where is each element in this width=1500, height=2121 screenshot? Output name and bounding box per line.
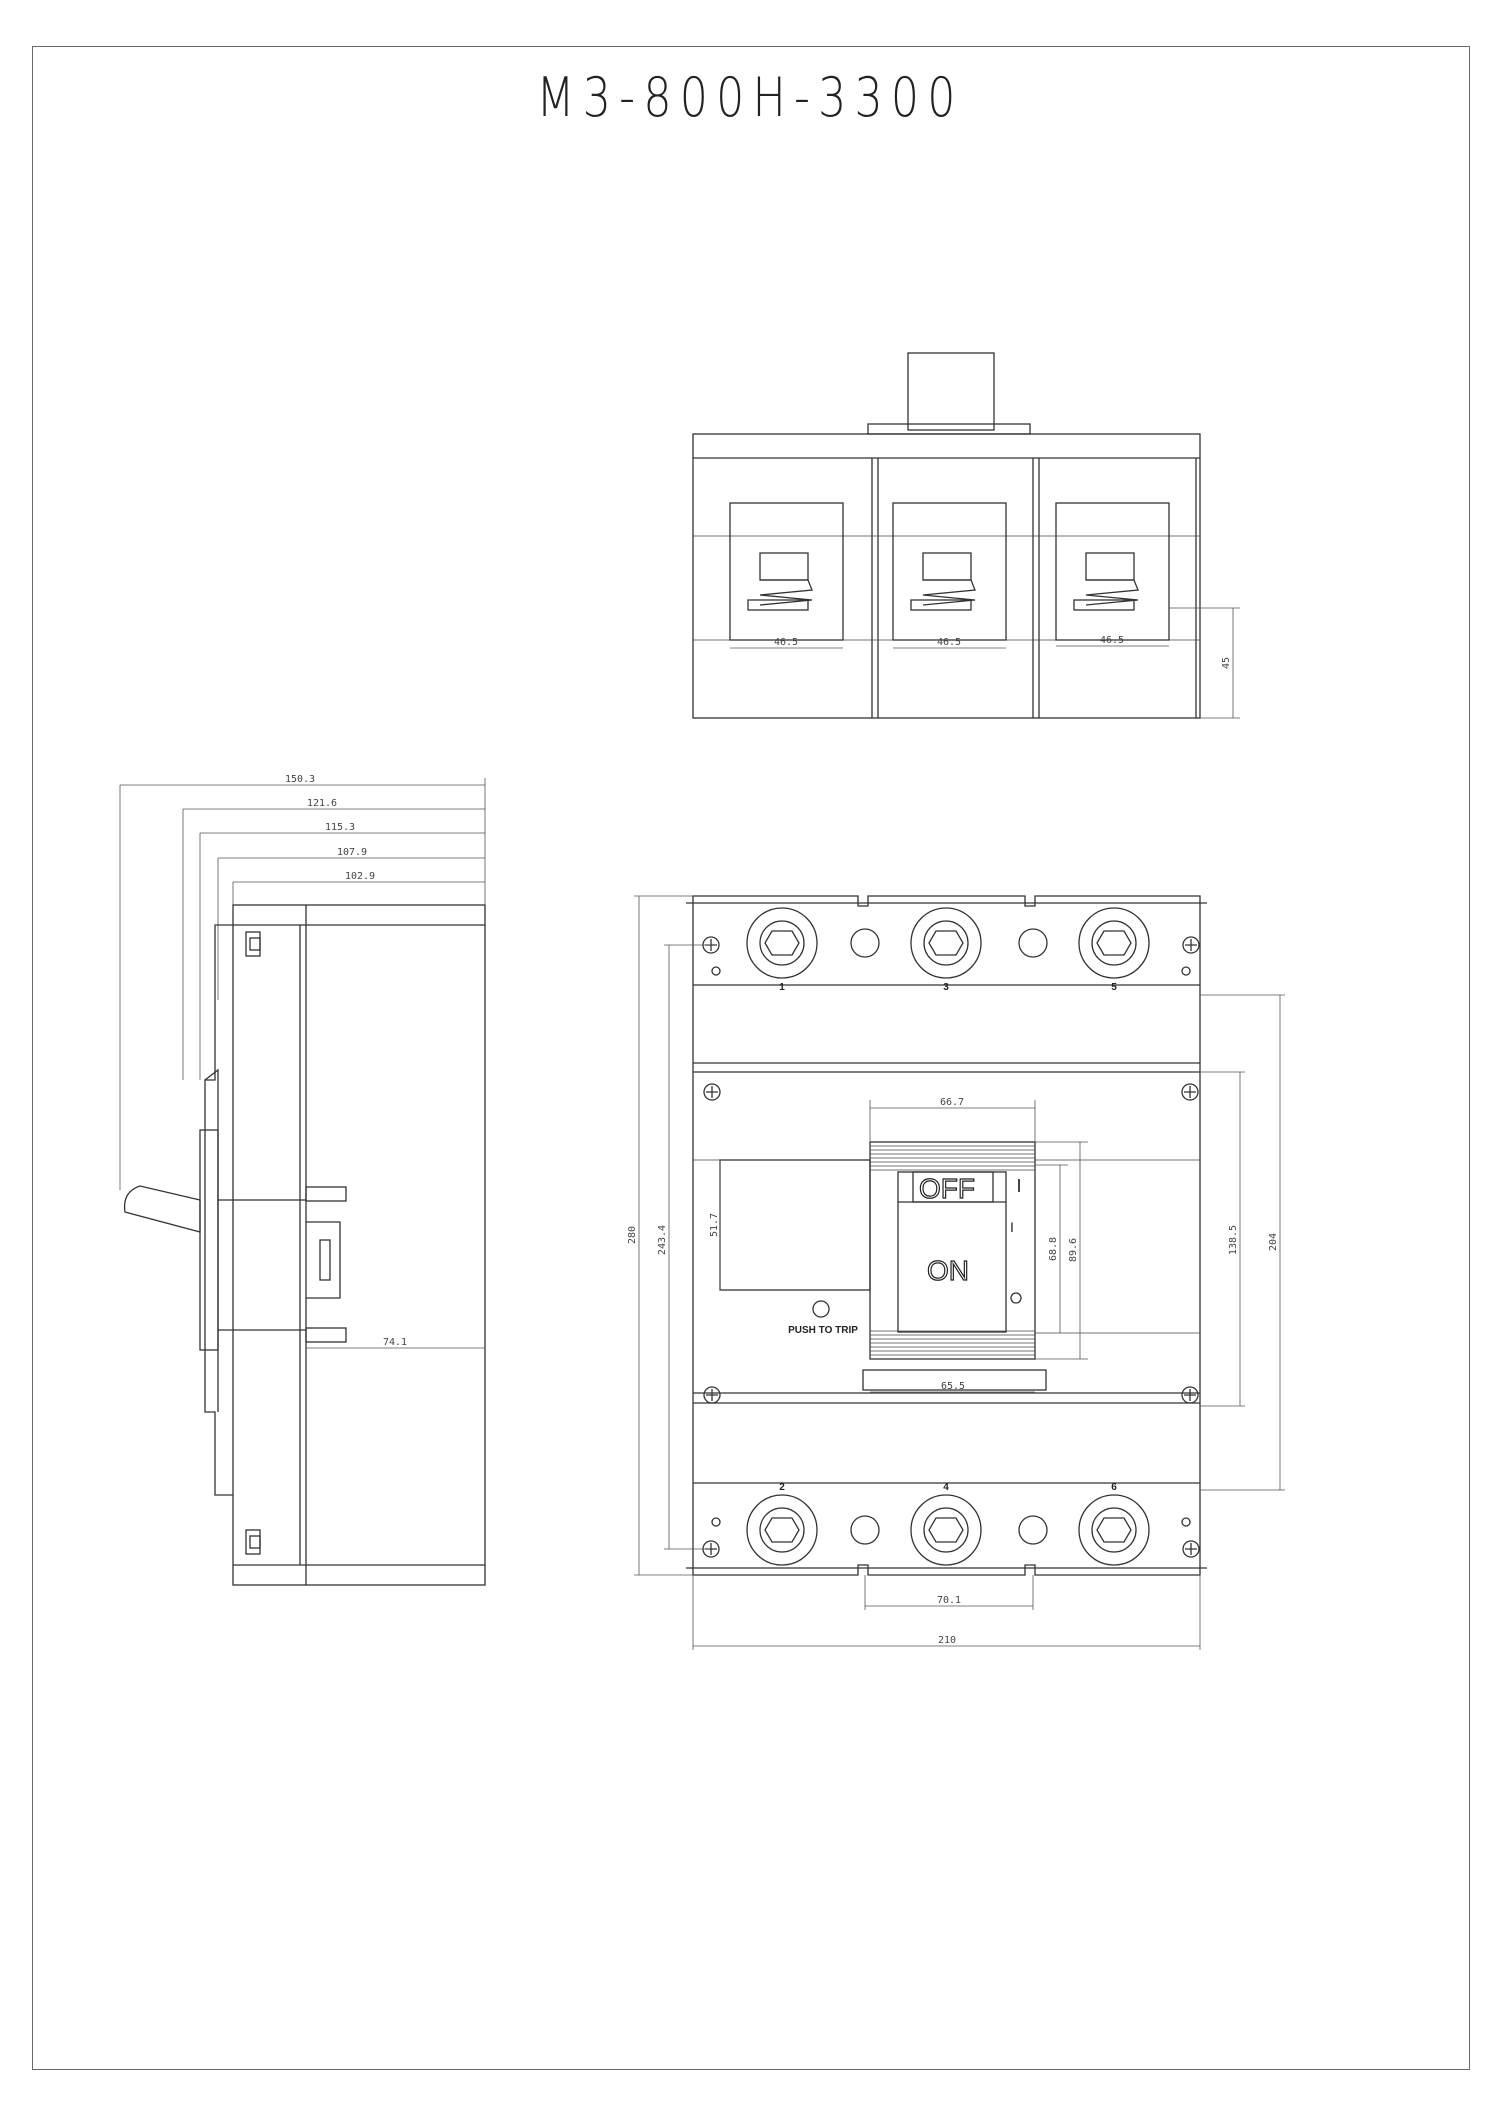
pole-width-1: 46.5 xyxy=(774,637,798,648)
front-view: 1 3 5 2 4 6 xyxy=(627,895,1285,1650)
terminal-pitch-dim: 70.1 xyxy=(937,1595,961,1606)
on-symbol: I xyxy=(1010,1219,1014,1235)
push-to-trip-label: PUSH TO TRIP xyxy=(788,1325,858,1336)
side-view: 150.3 121.6 115.3 107.9 102.9 xyxy=(119,774,486,1586)
terminal-4-label: 4 xyxy=(943,1482,949,1493)
mount-height-dim: 243.4 xyxy=(657,1225,668,1255)
pole-width-3: 46.5 xyxy=(1100,635,1124,646)
terminal-6-label: 6 xyxy=(1111,1482,1117,1493)
cover-height-dim: 204 xyxy=(1268,1233,1279,1251)
top-view: 46.5 46.5 46.5 45 xyxy=(692,352,1240,719)
depth-dim-4: 107.9 xyxy=(337,847,367,858)
depth-dim-2: 121.6 xyxy=(307,798,337,809)
drawing-frame xyxy=(32,46,1470,2070)
handle-height-dim-2: 89.6 xyxy=(1068,1238,1079,1262)
front-panel-height-dim: 138.5 xyxy=(1228,1225,1239,1255)
total-width-dim: 210 xyxy=(938,1635,956,1646)
terminal-3-label: 3 xyxy=(943,982,949,993)
handle-offset-dim: 74.1 xyxy=(383,1337,407,1348)
on-label: ON xyxy=(927,1255,969,1286)
total-height-dim: 280 xyxy=(627,1226,638,1244)
handle-height-dim-1: 68.8 xyxy=(1048,1237,1059,1261)
top-height-dim: 45 xyxy=(1221,657,1232,669)
terminal-2-label: 2 xyxy=(779,1482,785,1493)
depth-dim-1: 150.3 xyxy=(285,774,315,785)
lower-window-width-dim: 65.5 xyxy=(941,1381,965,1392)
depth-dim-3: 115.3 xyxy=(325,822,355,833)
terminal-1-label: 1 xyxy=(779,982,785,993)
depth-dim-5: 102.9 xyxy=(345,871,375,882)
off-symbol: I xyxy=(1016,1176,1021,1196)
off-label: OFF xyxy=(919,1173,975,1204)
handle-window-width-dim: 66.7 xyxy=(940,1097,964,1108)
terminal-5-label: 5 xyxy=(1111,982,1117,993)
pole-width-2: 46.5 xyxy=(937,637,961,648)
side-panel-height-dim: 51.7 xyxy=(709,1213,720,1237)
drawing-title: M3-800H-3300 xyxy=(536,66,964,129)
